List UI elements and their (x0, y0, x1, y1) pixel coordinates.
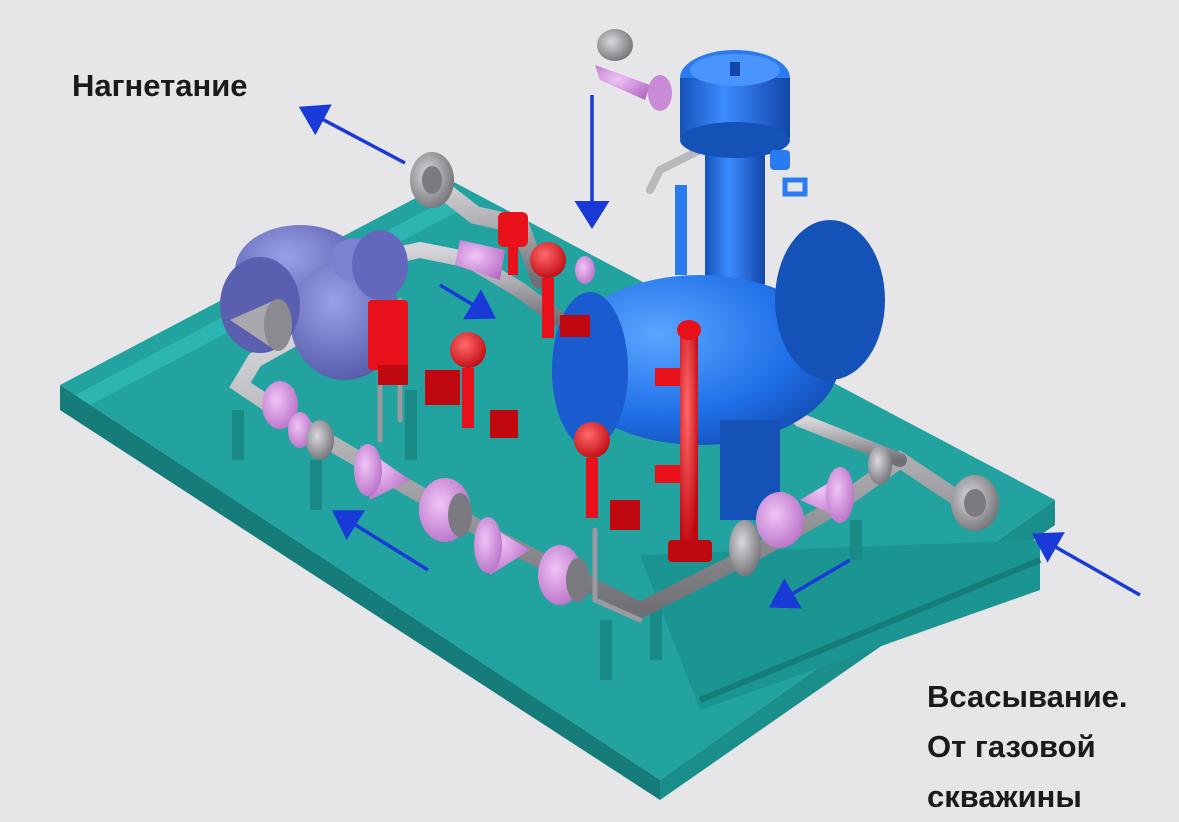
flow-arrow-icon (768, 558, 851, 609)
flanges (306, 29, 999, 602)
suction-label: Всасывание. От газовой скважины (927, 672, 1128, 822)
suction-label-line1: Всасывание. (927, 679, 1128, 714)
control-valves (368, 212, 712, 562)
flow-arrow-icon (332, 510, 429, 572)
flow-arrow-icon (298, 104, 406, 165)
flow-arrow-icon (439, 283, 497, 320)
discharge-label: Нагнетание (72, 68, 248, 103)
flow-arrow-icon (1031, 532, 1141, 597)
pipe-fittings (262, 65, 854, 605)
suction-label-line2: От газовой (927, 729, 1096, 764)
flow-arrows (298, 95, 1141, 609)
suction-label-line3: скважины (927, 779, 1082, 814)
separator-vessel (552, 50, 885, 520)
